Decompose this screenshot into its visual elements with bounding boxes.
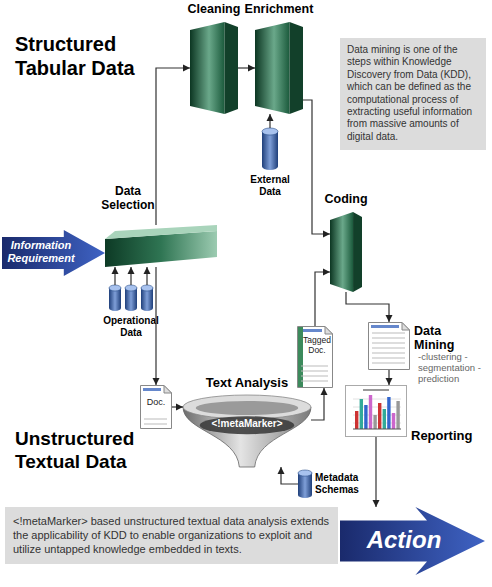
- node-label: Text Analysis: [183, 376, 311, 391]
- database-cylinders: Operational Data: [108, 285, 154, 311]
- node-label: Information Requirement: [6, 239, 76, 264]
- connector-arrow: [172, 404, 183, 411]
- node-label: Cleaning: [174, 2, 254, 16]
- node-label: External Data: [240, 174, 300, 197]
- note-box: <!metaMarker> based unstructured textual…: [5, 507, 338, 564]
- database-cylinder: Metadata Schemas: [298, 470, 312, 498]
- connector-arrow: [346, 292, 393, 322]
- connector-arrow: [153, 267, 160, 385]
- connector-arrow: [156, 65, 190, 226]
- analysis-funnel: Text Analysis<!metaMarker>: [183, 395, 311, 467]
- process-block: Enrichment: [255, 22, 303, 114]
- node-label: Data Selection: [93, 185, 163, 213]
- document-icon: Tagged Doc.: [297, 326, 333, 388]
- wedge-shape: [105, 225, 217, 267]
- cyl-shape: [298, 470, 312, 498]
- dmdoc-shape: [368, 322, 410, 370]
- document-icon: Data Mining-clustering -segmentation -pr…: [368, 322, 410, 370]
- report-chart: Reporting: [345, 385, 407, 437]
- node-label: Reporting: [411, 429, 491, 444]
- database-cylinder: External Data: [262, 128, 278, 170]
- connector-arrow: [311, 388, 328, 420]
- process-block: Coding: [330, 212, 362, 292]
- node-label: Metadata Schemas: [315, 472, 377, 495]
- output-arrow: Action: [340, 507, 485, 575]
- connector-arrow: [373, 437, 380, 507]
- funnel-shape: [183, 395, 311, 467]
- cyl3-shape: [108, 285, 154, 311]
- node-label: Enrichment: [239, 2, 319, 16]
- node-label: <!metaMarker> based unstructured textual…: [5, 507, 338, 564]
- slab-shape: [330, 212, 362, 292]
- node-sublabel: <!metaMarker>: [183, 418, 311, 430]
- connector-arrow: [303, 100, 330, 238]
- connector-arrow: [278, 467, 299, 484]
- node-label: Coding: [316, 192, 376, 206]
- document-icon: Doc.: [140, 385, 172, 429]
- connector-arrow: [112, 267, 151, 285]
- node-label: Action: [340, 526, 468, 554]
- slab-shape: [255, 22, 303, 114]
- node-label: Data mining is one of the steps within K…: [340, 38, 486, 150]
- node-label: Operational Data: [96, 315, 166, 338]
- note-box: Data mining is one of the steps within K…: [340, 38, 486, 150]
- process-block: Data Selection: [105, 225, 217, 267]
- section-heading: Structured Tabular Data: [15, 32, 165, 80]
- section-heading: Unstructured Textual Data: [15, 428, 165, 474]
- connector-arrow: [238, 65, 255, 72]
- node-label: Data Mining: [414, 324, 462, 353]
- connector-arrow: [386, 370, 393, 385]
- connector-arrow: [267, 114, 274, 128]
- connector-arrow: [315, 269, 330, 327]
- report-shape: [345, 385, 407, 437]
- input-arrow: Information Requirement: [2, 230, 105, 276]
- node-label: Tagged Doc.: [302, 336, 332, 356]
- node-label: Doc.: [140, 397, 172, 407]
- process-block: Cleaning: [190, 22, 238, 114]
- node-sublabel: -clustering -segmentation -prediction: [418, 352, 490, 385]
- cyl-shape: [262, 128, 278, 170]
- slab-shape: [190, 22, 238, 114]
